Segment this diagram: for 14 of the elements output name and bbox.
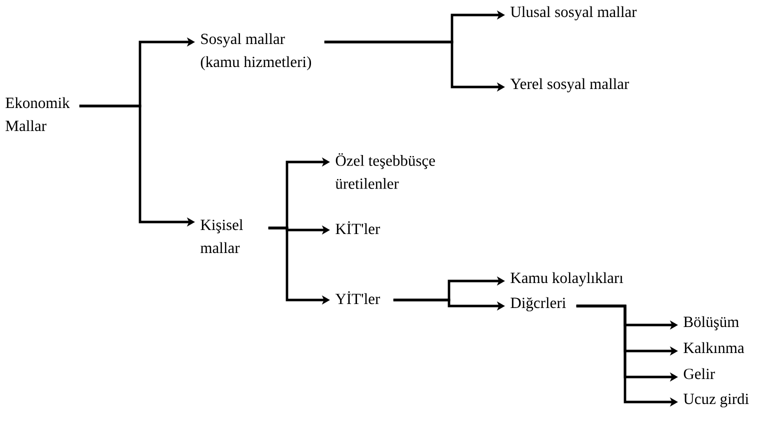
node-label: Ucuz girdi [684,393,749,408]
node-label: Kamu kolaylıkları [510,272,624,286]
node-label: Kalkınma [684,342,744,354]
node-label: Ulusal sosyal mallar [510,6,637,20]
node-label: Ekonomik Mallar [6,97,70,132]
node-label: KİT'ler [336,221,380,234]
node-label: Bölüşüm [684,316,739,330]
node-label: Yerel sosyal mallar [510,78,630,92]
node-label: YİT'ler [335,291,380,304]
node-label: Diğcrleri [510,297,566,312]
node-label: Gelir [684,368,715,380]
node-label: Özel teşebbüsçe üretilenler [335,153,435,189]
node-label: Sosyal mallar (kamu hizmetleri) [200,33,312,70]
node-label: Kişisel mallar [200,219,243,254]
